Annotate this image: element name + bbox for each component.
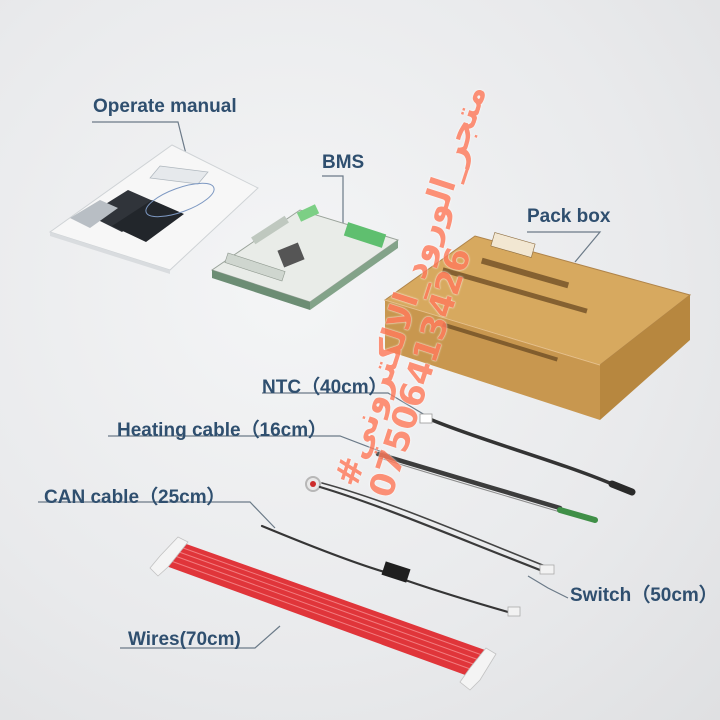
leader-wires bbox=[120, 625, 281, 649]
ntc-sensor-image bbox=[419, 413, 636, 496]
label-switch: Switch（50cm） bbox=[570, 585, 718, 606]
operate-manual-image bbox=[48, 144, 259, 274]
ribbon-wires-image bbox=[149, 536, 497, 691]
label-pack-box: Pack box bbox=[527, 206, 611, 227]
label-bms: BMS bbox=[322, 152, 365, 173]
leader-switch bbox=[527, 575, 569, 599]
label-operate-manual: Operate manual bbox=[93, 96, 237, 117]
leader-bms bbox=[322, 175, 344, 225]
leader-can bbox=[38, 501, 276, 529]
heating-cable-image bbox=[375, 451, 598, 523]
can-cable-image bbox=[260, 524, 521, 617]
label-ntc: NTC（40cm） bbox=[262, 377, 388, 398]
label-can-cable: CAN cable（25cm） bbox=[44, 487, 226, 508]
leader-heating bbox=[108, 435, 391, 456]
leader-ntc bbox=[262, 392, 431, 419]
label-heating-cable: Heating cable（16cm） bbox=[117, 420, 328, 441]
label-wires: Wires(70cm) bbox=[128, 629, 241, 650]
switch-cable-image bbox=[305, 476, 555, 575]
leader-box bbox=[527, 231, 602, 263]
bms-board-image bbox=[210, 204, 400, 310]
pack-box-image bbox=[383, 232, 692, 420]
